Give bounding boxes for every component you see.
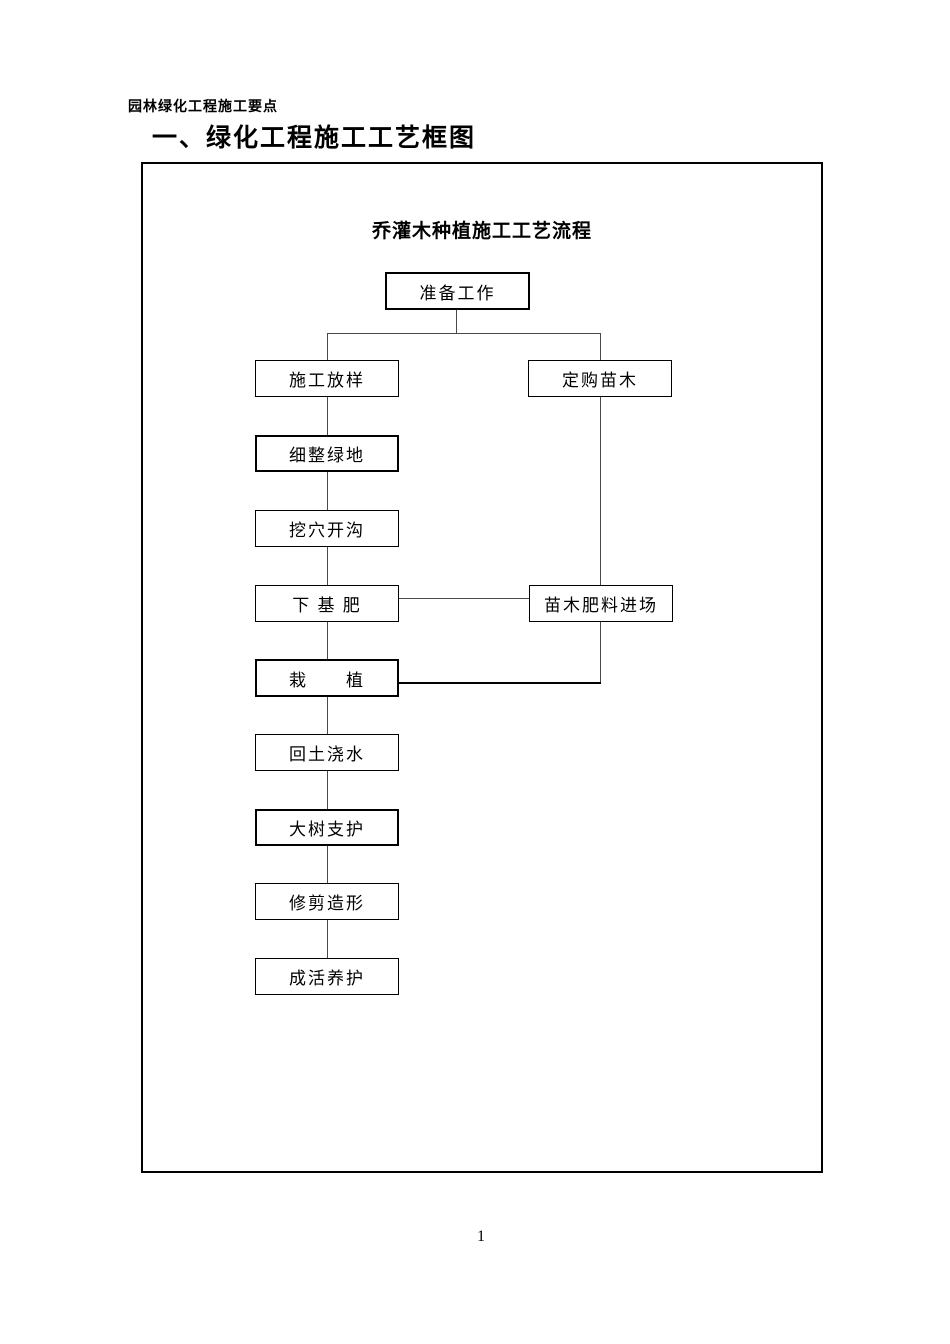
connector-basefert-to-arrival [399,598,529,599]
flow-node-planting: 栽 植 [255,659,399,697]
page-number: 1 [477,1228,485,1245]
connector-prepare-drop [456,310,457,334]
connector-digging-to-fertilizer [327,547,328,585]
flow-node-layout-setting-out: 施工放样 [255,360,399,397]
connector-backfill-to-support [327,771,328,809]
flowchart-title: 乔灌木种植施工工艺流程 [371,221,592,242]
connector-split-right-drop [600,334,601,360]
flow-node-order-seedlings: 定购苗木 [528,360,672,397]
connector-fertilizer-to-planting [327,622,328,659]
section-heading: 一、绿化工程施工工艺框图 [152,125,477,152]
flow-node-seedling-fertilizer-arrival: 苗木肥料进场 [529,585,673,622]
connector-planting-to-backfill [327,697,328,734]
flowchart-frame: 乔灌木种植施工工艺流程 准备工作施工放样 定购苗木细整绿地挖穴开沟下 基 肥 苗木肥… [141,162,823,1173]
flow-node-prepare: 准备工作 [385,272,530,310]
connector-split-horizontal [327,333,601,334]
connector-grading-to-digging [327,472,328,510]
connector-pruning-to-survival [327,920,328,958]
flow-node-tree-support: 大树支护 [255,809,399,846]
connector-layout-to-grading [327,397,328,435]
flow-node-fine-grading: 细整绿地 [255,435,399,472]
connector-arrival-to-planting [399,682,601,684]
connector-order-to-arrival [600,397,601,585]
flow-node-base-fertilizer: 下 基 肥 [255,585,399,622]
connector-arrival-down [600,622,601,684]
flow-node-backfill-watering: 回土浇水 [255,734,399,771]
flow-node-pruning-shaping: 修剪造形 [255,883,399,920]
flow-node-survival-maintenance: 成活养护 [255,958,399,995]
document-header: 园林绿化工程施工要点 [128,100,278,115]
connector-support-to-pruning [327,846,328,883]
connector-split-left-drop [327,334,328,360]
flowchart-canvas: 准备工作施工放样 定购苗木细整绿地挖穴开沟下 基 肥 苗木肥料进场栽 植回土浇水大树… [143,164,821,1171]
flow-node-dig-holes-trenches: 挖穴开沟 [255,510,399,547]
